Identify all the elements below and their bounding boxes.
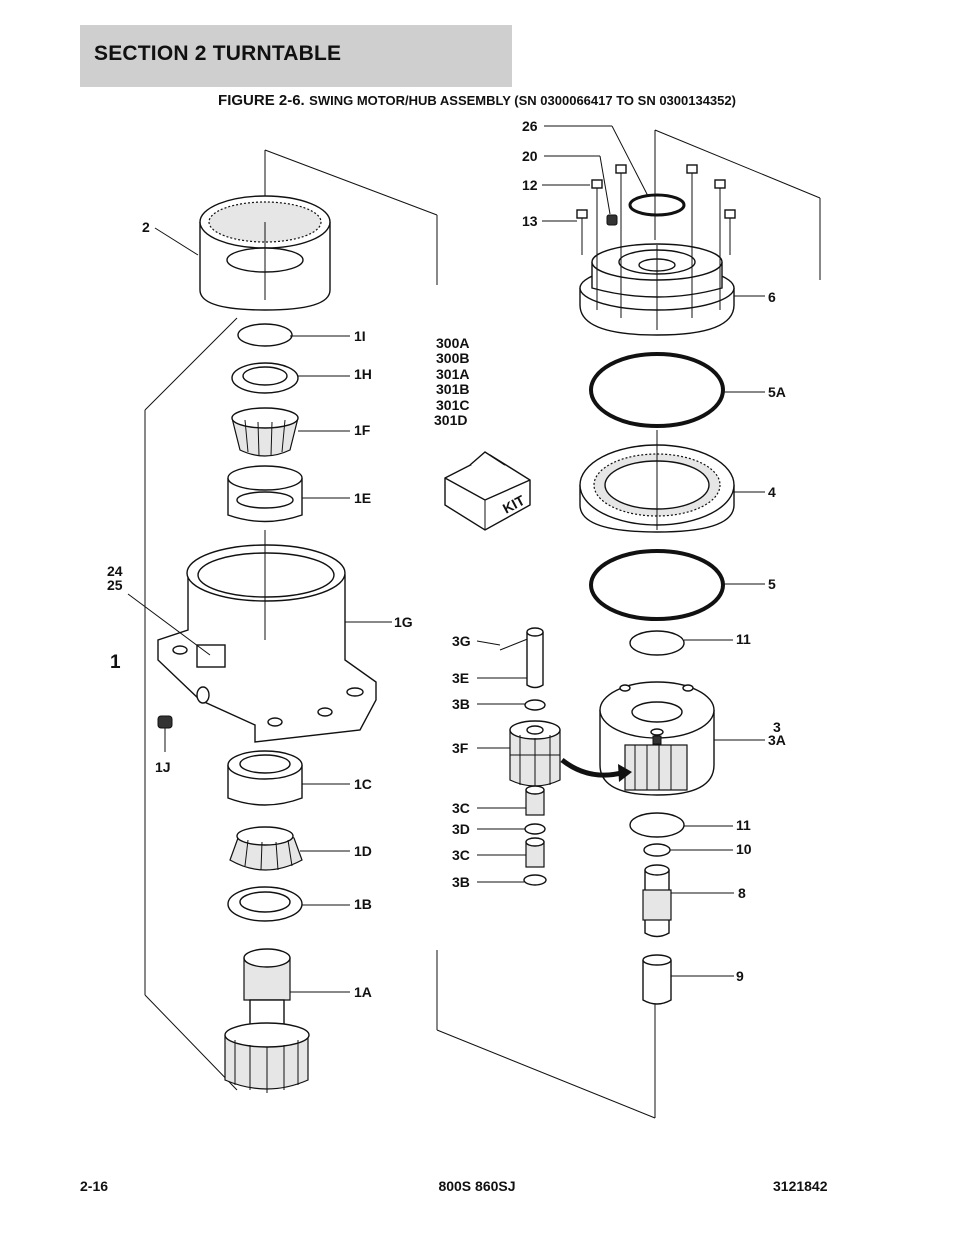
callout-13: 13: [522, 213, 538, 229]
model-name: 800S 860SJ: [438, 1178, 516, 1194]
snap-ring-part-1I: [237, 323, 293, 347]
insertion-arrow-head: [618, 764, 632, 782]
callout-301D: 301D: [434, 412, 467, 428]
bearing-cone-part-1F: [231, 407, 299, 457]
callout-1I: 1I: [354, 328, 366, 344]
figure-number: FIGURE 2-6.: [218, 92, 305, 109]
planet-gear-part-3F: [509, 720, 561, 790]
callout-300B: 300B: [436, 350, 469, 366]
callout-12: 12: [522, 177, 538, 193]
callout-1D: 1D: [354, 843, 372, 859]
callout-11-top: 11: [736, 631, 751, 647]
needle-bearing-part-3C-top: [525, 785, 545, 816]
callout-1B: 1B: [354, 896, 372, 912]
o-ring-part-26: [628, 193, 686, 217]
callout-11-bottom: 11: [736, 817, 751, 833]
callout-1H: 1H: [354, 366, 372, 382]
callout-3E: 3E: [452, 670, 469, 686]
page-number: 2-16: [80, 1178, 109, 1194]
figure-title: FIGURE 2-6. SWING MOTOR/HUB ASSEMBLY (SN…: [0, 92, 954, 110]
thrust-washer-part-11-top: [629, 630, 685, 656]
bearing-cup-part-1H: [231, 362, 299, 394]
bearing-cup-part-1E: [227, 465, 303, 523]
leader-lines: [127, 125, 765, 993]
callout-1G: 1G: [394, 614, 413, 630]
callout-4: 4: [768, 484, 776, 500]
cover-part-6: [579, 225, 735, 336]
ring-gear-part-2: [199, 195, 331, 311]
callout-5A: 5A: [768, 384, 786, 400]
callout-9: 9: [736, 968, 744, 984]
pinion-shaft-part-1A: [224, 948, 310, 1093]
callout-3C-top: 3C: [452, 800, 470, 816]
shaft-part-8: [642, 864, 672, 938]
fitting-part-1J: [157, 715, 173, 752]
section-title: SECTION 2 TURNTABLE: [94, 42, 342, 65]
callout-5: 5: [768, 576, 776, 592]
callout-24: 24: [107, 563, 123, 579]
hub-part-1G: [157, 530, 377, 743]
section-header-bar: SECTION 2 TURNTABLE: [80, 25, 512, 87]
carrier-part-3: [599, 681, 715, 796]
bearing-cone-part-1D: [229, 826, 303, 871]
callout-301C: 301C: [436, 397, 469, 413]
callout-3C-bottom: 3C: [452, 847, 470, 863]
callout-3F: 3F: [452, 740, 469, 756]
callout-1J: 1J: [155, 759, 171, 775]
callout-3B-bottom: 3B: [452, 874, 470, 890]
bolts-part-12-13: [576, 164, 736, 255]
o-ring-part-5A: [589, 352, 725, 428]
ring-part-10: [643, 843, 671, 857]
thrust-washer-part-11-bottom: [629, 812, 685, 838]
callout-300A: 300A: [436, 335, 469, 351]
washer-part-3B-top: [524, 699, 546, 711]
kit-box: KIT: [444, 451, 531, 531]
callout-1A: 1A: [354, 984, 372, 1000]
planet-pin-part-3E: [499, 627, 544, 689]
frame-line: [436, 1029, 656, 1119]
callout-25: 25: [107, 577, 123, 593]
frame-line: [264, 149, 438, 216]
callout-3A: 3A: [768, 732, 786, 748]
callout-8: 8: [738, 885, 746, 901]
bearing-cup-part-1C: [227, 750, 303, 806]
spacer-part-3D: [524, 823, 546, 835]
washer-part-3B-bottom: [523, 874, 547, 886]
sleeve-part-9: [642, 954, 672, 1005]
callout-3: 3: [773, 719, 781, 735]
callout-1: 1: [110, 652, 121, 673]
callout-2: 2: [142, 219, 150, 235]
seal-part-1B: [227, 886, 303, 922]
callout-6: 6: [768, 289, 776, 305]
frame-line: [144, 317, 238, 411]
callout-1C: 1C: [354, 776, 372, 792]
ring-gear-part-4: [579, 430, 735, 533]
frame-line: [654, 129, 821, 199]
needle-bearing-part-3C-bottom: [525, 837, 545, 868]
callout-301B: 301B: [436, 381, 469, 397]
o-ring-part-5: [589, 549, 725, 621]
callout-26: 26: [522, 118, 538, 134]
callout-20: 20: [522, 148, 538, 164]
callout-10: 10: [736, 841, 752, 857]
callout-1E: 1E: [354, 490, 371, 506]
callout-3B-top: 3B: [452, 696, 470, 712]
figure-caption: SWING MOTOR/HUB ASSEMBLY (SN 0300066417 …: [309, 93, 736, 108]
document-number: 3121842: [773, 1178, 828, 1194]
frame-line: [144, 994, 238, 1091]
callout-3G: 3G: [452, 633, 471, 649]
callout-301A: 301A: [436, 366, 469, 382]
callout-3D: 3D: [452, 821, 470, 837]
callout-1F: 1F: [354, 422, 371, 438]
